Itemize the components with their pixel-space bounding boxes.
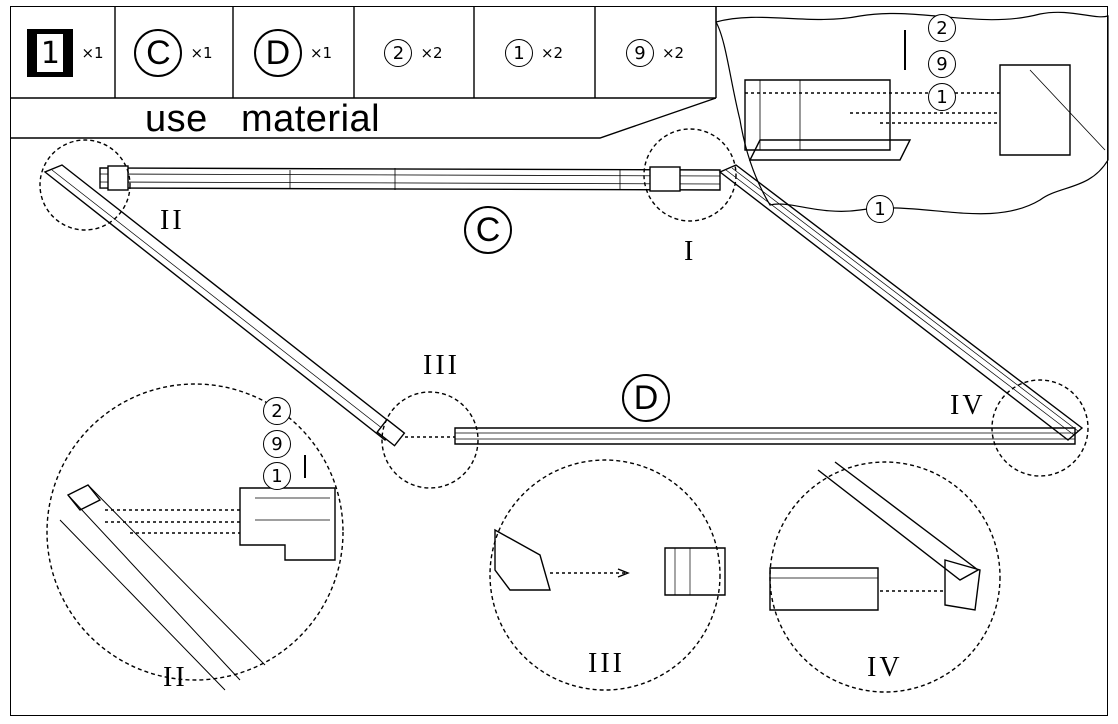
callout-1: 1 (928, 83, 956, 111)
use-material-label: use material (145, 98, 381, 140)
material-cell-d: D ×1 (234, 8, 352, 98)
material-qty: ×1 (81, 44, 104, 62)
key-icon: 1 (27, 29, 74, 77)
material-cell-1b: 1 ×2 (475, 8, 593, 98)
callout-1-bottom: 1 (866, 195, 894, 223)
material-label: D (253, 29, 302, 77)
detail-label-i: I (684, 236, 697, 267)
material-cell-c: C ×1 (116, 8, 231, 98)
callout-9: 9 (928, 50, 956, 78)
callout-2: 2 (928, 14, 956, 42)
material-label: C (134, 29, 183, 77)
callout-9-left: 9 (263, 430, 291, 458)
detail-label-iii-zoom: III (588, 648, 625, 679)
material-qty: ×2 (420, 44, 443, 62)
detail-label-ii: II (160, 205, 185, 236)
callout-1-left: 1 (263, 462, 291, 490)
callout-2-left: 2 (263, 397, 291, 425)
diagram-frame (10, 6, 1108, 716)
detail-label-iv-zoom: IV (867, 652, 903, 683)
material-label: 1 (37, 34, 64, 72)
material-cell-1: 1 ×1 (18, 8, 113, 98)
material-label: 9 (625, 39, 654, 67)
material-qty: ×2 (540, 44, 564, 62)
material-qty: ×1 (309, 44, 333, 62)
material-cell-2: 2 ×2 (355, 8, 472, 98)
material-cell-9: 9 ×2 (596, 8, 714, 98)
detail-label-iii: III (423, 350, 460, 381)
material-qty: ×2 (661, 44, 685, 62)
part-label-d: D (622, 374, 670, 422)
material-label: 2 (384, 39, 413, 67)
detail-label-ii-zoom: II (163, 662, 188, 693)
part-label-c: C (464, 206, 512, 254)
material-label: 1 (504, 39, 533, 67)
detail-label-iv: IV (950, 390, 986, 421)
material-qty: ×1 (190, 44, 213, 62)
